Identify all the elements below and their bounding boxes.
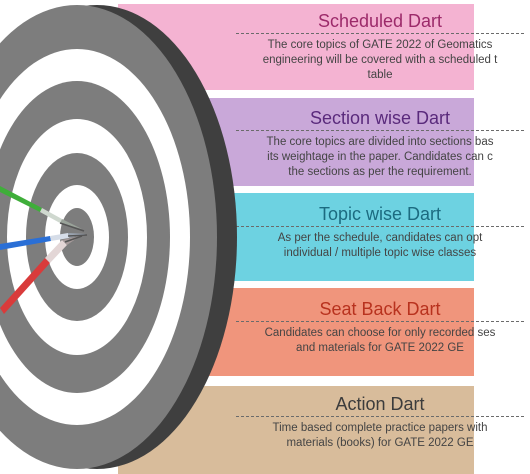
band-description-line: The core topics are divided into section…	[266, 136, 494, 148]
band-description-line: the sections as per the requirement.	[288, 166, 472, 178]
band-description-line: Candidates can choose for only recorded …	[264, 327, 496, 339]
band-description-line: engineering will be covered with a sched…	[262, 54, 498, 66]
dashed-divider	[236, 321, 524, 322]
band-description-line: materials (books) for GATE 2022 GE	[286, 437, 474, 449]
band-description-line: Time based complete practice papers with	[272, 422, 488, 434]
blue-dart-icon	[0, 233, 88, 250]
dashed-divider	[236, 33, 524, 34]
band-description-line: individual / multiple topic wise classes	[283, 247, 477, 259]
red-dart-icon	[0, 235, 83, 314]
band-description-line: The core topics of GATE 2022 of Geomatic…	[267, 39, 493, 51]
dashed-divider	[236, 226, 524, 227]
dashed-divider	[236, 130, 524, 131]
green-dart-icon	[0, 186, 85, 232]
band-title: Section wise Dart	[309, 108, 451, 128]
band-description-line: its weightage in the paper. Candidates c…	[267, 151, 493, 163]
dartboard-target-icon	[0, 5, 237, 469]
band-title: Scheduled Dart	[317, 11, 443, 31]
band-title: Action Dart	[335, 394, 425, 414]
band-title: Topic wise Dart	[318, 204, 442, 224]
band-description-line: and materials for GATE 2022 GE	[296, 342, 464, 354]
band-description-line: As per the schedule, candidates can opt	[277, 232, 483, 244]
band-description-line: table	[367, 69, 393, 81]
dashed-divider	[236, 416, 524, 417]
band-title: Seat Back Dart	[319, 299, 441, 319]
